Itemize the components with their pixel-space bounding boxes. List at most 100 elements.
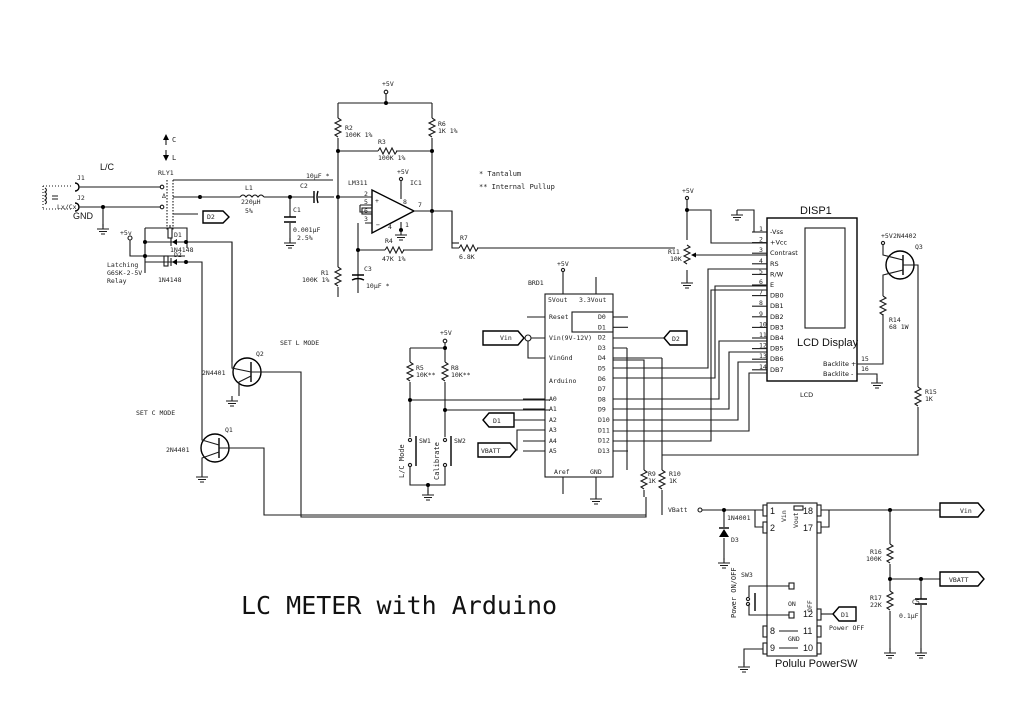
svg-text:5: 5 xyxy=(364,198,368,206)
lcd-caption: LCD xyxy=(800,391,813,399)
arduino-pin-d11: D11 xyxy=(598,426,610,434)
sw3-ref: SW3 xyxy=(741,571,753,579)
r6-value: 1K 1% xyxy=(438,127,458,135)
lcd-pin-db3: DB3 xyxy=(770,323,784,331)
r11-value: 10K xyxy=(670,255,682,263)
svg-text:Vout: Vout xyxy=(792,512,800,528)
svg-text:2: 2 xyxy=(364,190,368,198)
svg-text:ON: ON xyxy=(788,600,796,608)
sw1-label: L/C Mode xyxy=(398,444,406,478)
svg-text:D1: D1 xyxy=(493,417,501,425)
arduino-pin-reset: Reset xyxy=(549,313,569,321)
r17-ref: R17 xyxy=(870,594,882,602)
c3-value: 10µF * xyxy=(366,282,390,290)
q2-part: 2N4401 xyxy=(202,369,226,377)
lcd-pin-db1: DB1 xyxy=(770,302,784,310)
q3-ref: Q3 xyxy=(915,243,923,251)
r3-ref: R3 xyxy=(378,138,386,146)
lcd-pin-db6: DB6 xyxy=(770,355,784,363)
c1-tol: 2.5% xyxy=(297,234,313,242)
svg-text:2: 2 xyxy=(770,523,775,533)
r7-value: 6.8K xyxy=(459,253,475,261)
svg-text:12: 12 xyxy=(803,609,813,619)
svg-text:D2: D2 xyxy=(207,213,215,221)
r10-ref: R10 xyxy=(669,470,681,478)
r10-value: 1K xyxy=(669,477,677,485)
lcd-pin-num: 3 xyxy=(759,246,763,254)
svg-text:Vin: Vin xyxy=(500,334,512,342)
lcd-pin-num: 11 xyxy=(759,331,767,339)
arduino-ref: BRD1 xyxy=(528,279,544,287)
q2-note: SET L MODE xyxy=(280,339,319,347)
arduino-name: Arduino xyxy=(549,377,576,385)
arduino-pin-a0: A0 xyxy=(549,395,557,403)
sel-l-label: L xyxy=(172,154,176,162)
svg-text:15: 15 xyxy=(861,355,869,363)
r9-value: 1K xyxy=(648,477,656,485)
arduino-pin-a2: A2 xyxy=(549,416,557,424)
r14-ref: R14 xyxy=(889,316,901,324)
vbatt-label: VBatt xyxy=(668,506,688,514)
c3-ref: C3 xyxy=(364,265,372,273)
arduino-pin-d13: D13 xyxy=(598,447,610,455)
note-tantalum: * Tantalum xyxy=(479,170,521,178)
port-vbatt-arduino: VBATT xyxy=(477,442,517,458)
svg-text:17: 17 xyxy=(803,523,813,533)
svg-text:18: 18 xyxy=(803,506,813,516)
arduino-pin-d7: D7 xyxy=(598,385,606,393)
port-vin-arduino: Vin xyxy=(482,330,525,346)
svg-text:3: 3 xyxy=(364,215,368,223)
j2-label: J2 xyxy=(77,194,85,202)
r5-ref: R5 xyxy=(416,364,424,372)
switch-section: +5V R5 10K** R8 10K** SW1 SW2 L/C Mode C… xyxy=(398,329,550,501)
lxcx-label: Lx/Cx xyxy=(57,203,77,211)
r17-value: 22K xyxy=(870,601,882,609)
arduino-pin-d2: D2 xyxy=(598,334,606,342)
svg-text:4: 4 xyxy=(388,223,392,231)
port-vbatt-out: VBATT xyxy=(939,571,985,587)
j1-label: J1 xyxy=(77,174,85,182)
lcd-pin-num: 5 xyxy=(759,267,763,275)
arduino-pin-d5: D5 xyxy=(598,365,606,373)
note-pullup: ** Internal Pullup xyxy=(479,183,555,191)
lcd-pin-db5: DB5 xyxy=(770,345,784,353)
sw2-ref: SW2 xyxy=(454,437,466,445)
lcd-pin-rw: R/W xyxy=(770,270,784,278)
c5-ref: C5 xyxy=(912,598,920,606)
svg-text:+5V: +5V xyxy=(881,232,893,240)
r6-ref: R6 xyxy=(438,120,446,128)
q1-part: 2N4401 xyxy=(166,446,190,454)
sw1-ref: SW1 xyxy=(419,437,431,445)
lcd-pin-num: 8 xyxy=(759,299,763,307)
svg-text:6: 6 xyxy=(364,207,368,215)
arduino-pin-a4: A4 xyxy=(549,437,557,445)
port-d1-power: D1 xyxy=(832,606,857,622)
svg-text:1: 1 xyxy=(405,221,409,229)
r8-ref: R8 xyxy=(451,364,459,372)
svg-text:1: 1 xyxy=(770,506,775,516)
relay-desc-2: G6SK-2-5V xyxy=(107,269,142,277)
svg-text:Backlite -: Backlite - xyxy=(823,370,854,378)
q1-note: SET C MODE xyxy=(136,409,175,417)
svg-text:7: 7 xyxy=(418,201,422,209)
diagram-title: LC METER with Arduino xyxy=(241,591,557,620)
arduino-pin-d12: D12 xyxy=(598,437,610,445)
r4-value: 47K 1% xyxy=(382,255,406,263)
port-vin-out: Vin xyxy=(939,502,985,518)
svg-text:Δ: Δ xyxy=(162,192,166,200)
lcd-pin-num: 12 xyxy=(759,342,767,350)
svg-text:GND: GND xyxy=(590,468,602,476)
lcd-pin-db2: DB2 xyxy=(770,313,784,321)
arduino-pin-d3: D3 xyxy=(598,344,606,352)
port-d1-arduino: D1 xyxy=(482,412,515,428)
lcd-pin-db4: DB4 xyxy=(770,334,784,342)
arduino-pin-d8: D8 xyxy=(598,395,606,403)
r2-ref: R2 xyxy=(345,124,353,132)
lcd-pin-num: 7 xyxy=(759,289,763,297)
lcd-pin-db0: DB0 xyxy=(770,292,784,300)
svg-text:+5V: +5V xyxy=(557,260,569,268)
lcd-pin-num: 14 xyxy=(759,363,767,371)
relay-desc-3: Relay xyxy=(107,277,127,285)
svg-text:3.3Vout: 3.3Vout xyxy=(579,296,606,304)
lcd-ref: DISP1 xyxy=(800,205,832,217)
